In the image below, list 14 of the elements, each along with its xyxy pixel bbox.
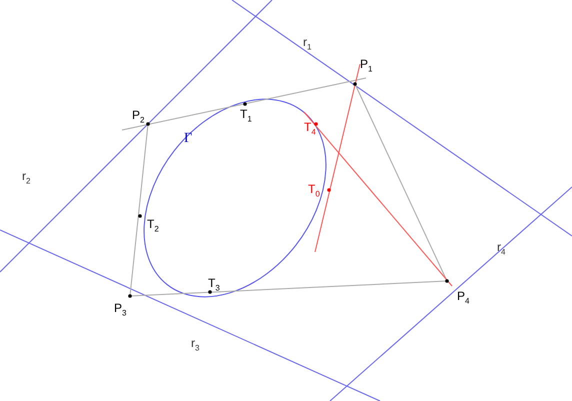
line-name: r$_{1}$: [303, 36, 312, 54]
point-label: T$_{2}$: [147, 218, 159, 236]
point-label: P$_{2}$: [132, 109, 144, 126]
point-label: P$_{4}$: [457, 290, 470, 308]
line-name: r$_{4}$: [497, 241, 506, 258]
line-name: r$_{3}$: [191, 337, 200, 354]
point-label: T$_{3}$: [208, 277, 220, 294]
point-label: T$_{0}$: [308, 183, 320, 200]
point-label: P$_{1}$: [360, 58, 372, 76]
curve-label: Γ: [184, 132, 192, 145]
line-name: r$_{2}$: [22, 170, 30, 188]
point-label: T$_{1}$: [240, 108, 252, 126]
point-label: P$_{3}$: [114, 302, 126, 320]
point-label: T$_{4}$: [304, 121, 316, 138]
